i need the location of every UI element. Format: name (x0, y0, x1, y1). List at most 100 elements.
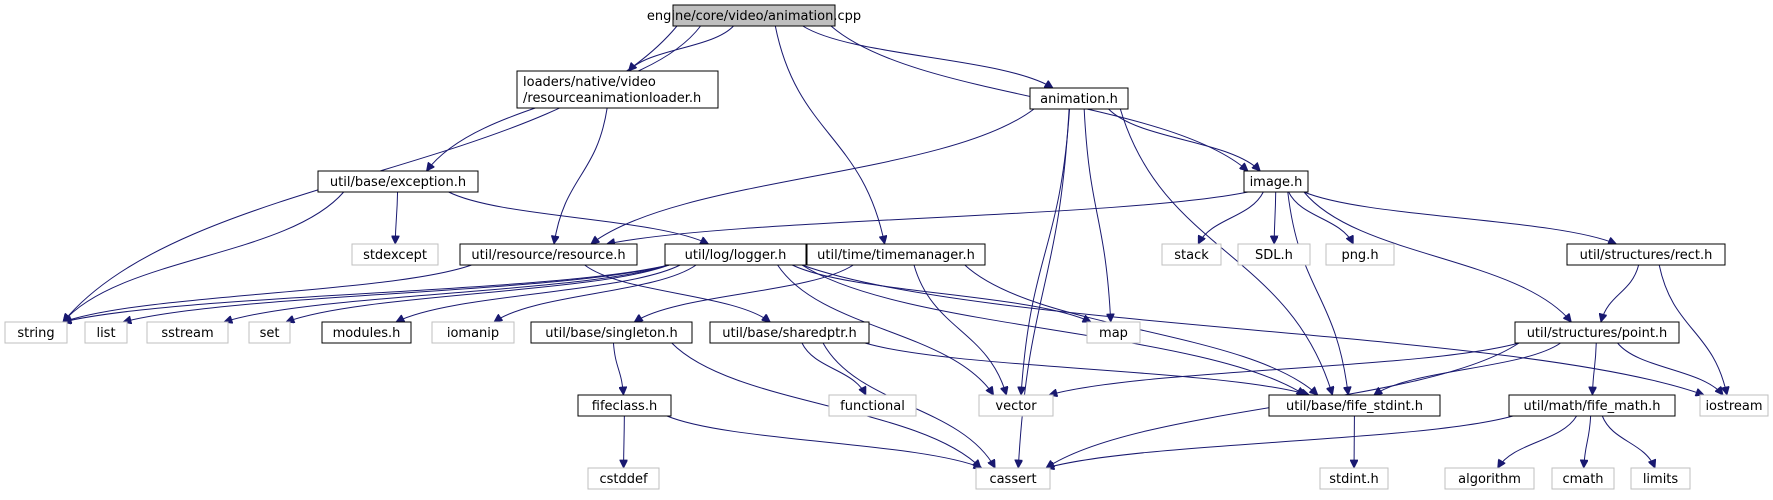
node-box (1319, 467, 1389, 490)
node-label: iostream (1705, 399, 1762, 414)
node-box (1268, 394, 1441, 417)
node-label: SDL.h (1255, 248, 1293, 263)
node-sdl: SDL.h (1237, 243, 1311, 266)
edge-logger-to-list (123, 264, 670, 322)
edge-animation-to-vector (1021, 108, 1071, 395)
node-cmath: cmath (1551, 467, 1615, 490)
node-box (530, 321, 693, 344)
node-label: stdexcept (363, 248, 427, 263)
node-label: stdint.h (1329, 472, 1378, 487)
edge-logger-to-set (286, 264, 670, 322)
node-label: util/base/singleton.h (545, 326, 677, 341)
node-set: set (248, 321, 291, 344)
edge-image-to-sdl (1274, 191, 1276, 244)
node-logger[interactable]: util/log/logger.h (664, 243, 807, 266)
edge-fife_math-to-limits (1601, 415, 1655, 468)
node-box (806, 243, 986, 266)
edge-animation-to-image (1108, 108, 1261, 171)
edge-point-to-vector (1049, 342, 1520, 395)
node-label: util/base/exception.h (330, 175, 466, 190)
edge-timemanager-to-fife_stdint (964, 264, 1318, 395)
node-resourceanimationloader[interactable]: loaders/native/video/resourceanimationlo… (516, 70, 719, 109)
node-list: list (84, 321, 128, 344)
node-box (975, 467, 1051, 490)
node-algorithm: algorithm (1444, 467, 1535, 490)
node-resource[interactable]: util/resource/resource.h (459, 243, 638, 266)
edge-sharedptr-to-fife_stdint (864, 342, 1309, 395)
node-root[interactable]: engine/core/video/animation.cpp (647, 4, 861, 27)
node-label: engine/core/video/animation.cpp (647, 9, 861, 24)
edge-resourceanimationloader-to-resource (554, 107, 608, 244)
node-limits: limits (1630, 467, 1691, 490)
edge-fife_math-to-cassert (1046, 415, 1514, 468)
edge-animation-to-resource (591, 108, 1035, 244)
node-box (978, 394, 1054, 417)
node-image[interactable]: image.h (1243, 170, 1309, 193)
node-iostream: iostream (1699, 394, 1769, 417)
node-modules[interactable]: modules.h (321, 321, 412, 344)
edge-resource-to-sharedptr (584, 264, 771, 322)
node-box (1029, 87, 1129, 110)
node-label: list (96, 326, 115, 341)
node-label: functional (840, 399, 905, 414)
node-box (1514, 321, 1680, 344)
edge-fifeclass-to-cstddef (624, 415, 625, 468)
node-label: animation.h (1040, 92, 1118, 107)
edge-image-to-rect (1303, 191, 1616, 244)
node-sstream: sstream (146, 321, 229, 344)
node-label: util/resource/resource.h (471, 248, 625, 263)
node-box (672, 4, 836, 27)
node-box (248, 321, 291, 344)
node-singleton[interactable]: util/base/singleton.h (530, 321, 693, 344)
node-box (84, 321, 128, 344)
node-fife_stdint[interactable]: util/base/fife_stdint.h (1268, 394, 1441, 417)
node-label: vector (995, 399, 1037, 414)
edge-root-to-animation (802, 25, 1053, 88)
node-label: limits (1643, 472, 1679, 487)
edge-image-to-png (1288, 191, 1354, 244)
edge-point-to-fife_math (1592, 342, 1597, 395)
node-point[interactable]: util/structures/point.h (1514, 321, 1680, 344)
node-timemanager[interactable]: util/time/timemanager.h (806, 243, 986, 266)
node-box (587, 467, 660, 490)
node-cassert: cassert (975, 467, 1051, 490)
node-label: image.h (1250, 175, 1303, 190)
node-fifeclass[interactable]: fifeclass.h (577, 394, 672, 417)
node-box (317, 170, 479, 193)
node-box (664, 243, 807, 266)
edge-exception-to-string (63, 191, 345, 322)
node-box (1630, 467, 1691, 490)
node-rect[interactable]: util/structures/rect.h (1566, 243, 1726, 266)
edge-resource-to-string (63, 264, 472, 322)
node-label: util/math/fife_math.h (1524, 399, 1661, 414)
node-functional: functional (828, 394, 917, 417)
edge-logger-to-sstream (224, 264, 670, 322)
edge-logger-to-vector (777, 264, 994, 395)
edge-fife_math-to-algorithm (1498, 415, 1578, 468)
node-animation[interactable]: animation.h (1029, 87, 1129, 110)
edge-root-to-resourceanimationloader (628, 25, 734, 71)
node-sharedptr[interactable]: util/base/sharedptr.h (709, 321, 870, 344)
edge-image-to-stack (1197, 191, 1264, 244)
node-box (577, 394, 672, 417)
node-box (1086, 321, 1141, 344)
node-map: map (1086, 321, 1141, 344)
edge-point-to-iostream (1617, 342, 1723, 395)
edge-logger-to-iomanip (494, 264, 697, 322)
edge-exception-to-logger (448, 191, 709, 245)
node-box (431, 321, 515, 344)
node-fife_math[interactable]: util/math/fife_math.h (1508, 394, 1676, 417)
node-cstddef: cstddef (587, 467, 660, 490)
node-label: util/time/timemanager.h (817, 248, 975, 263)
node-exception[interactable]: util/base/exception.h (317, 170, 479, 193)
node-box (351, 243, 439, 266)
edge-animation-to-map (1083, 108, 1111, 322)
edge-rect-to-iostream (1658, 264, 1727, 395)
edge-logger-to-iostream (801, 264, 1704, 395)
edge-root-to-timemanager (774, 25, 884, 244)
node-box (1161, 243, 1222, 266)
node-box (1243, 170, 1309, 193)
node-box (321, 321, 412, 344)
edge-logger-to-modules (396, 264, 681, 323)
